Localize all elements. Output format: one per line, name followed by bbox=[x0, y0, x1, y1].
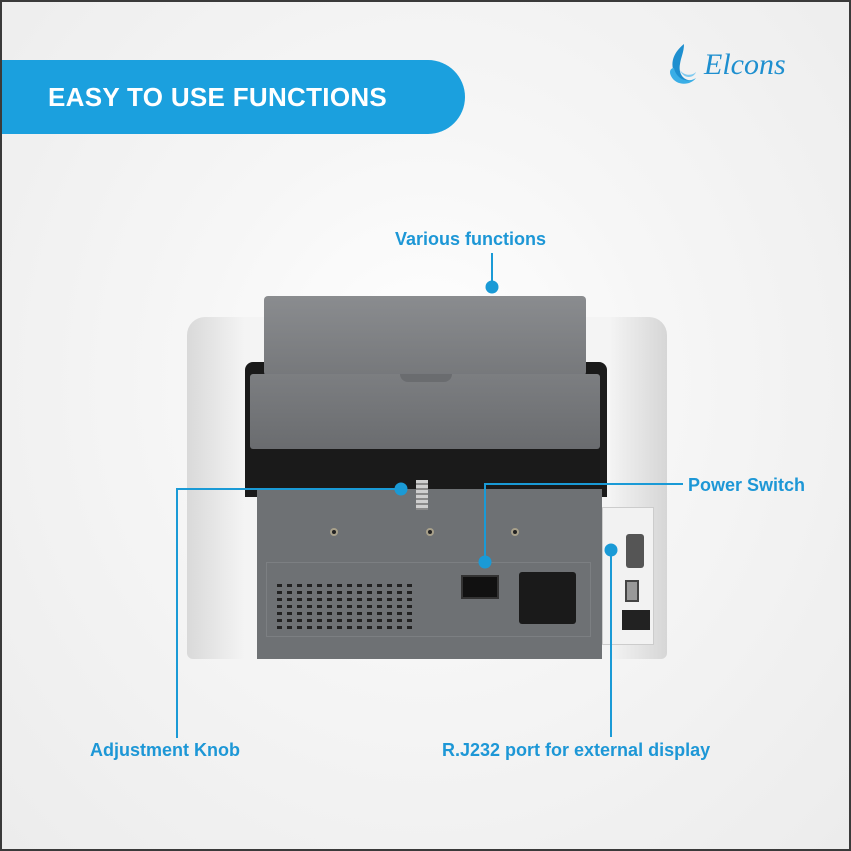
serial-port bbox=[626, 534, 644, 568]
brand-logo: Elcons bbox=[666, 40, 786, 90]
callout-rj232-port: R.J232 port for external display bbox=[442, 740, 711, 760]
power-socket bbox=[519, 572, 576, 624]
rj-port bbox=[622, 610, 650, 630]
power-switch bbox=[461, 575, 499, 599]
callout-power-switch: Power Switch bbox=[688, 475, 806, 495]
callout-adjustment-knob: Adjustment Knob bbox=[90, 740, 240, 760]
callout-various-functions: Various functions bbox=[395, 229, 547, 249]
logo-text: Elcons bbox=[704, 48, 786, 81]
vent-grille bbox=[266, 562, 591, 637]
flame-swirl-icon bbox=[670, 44, 696, 84]
usb-port bbox=[625, 580, 639, 602]
title-banner: EASY TO USE FUNCTIONS bbox=[2, 60, 465, 134]
